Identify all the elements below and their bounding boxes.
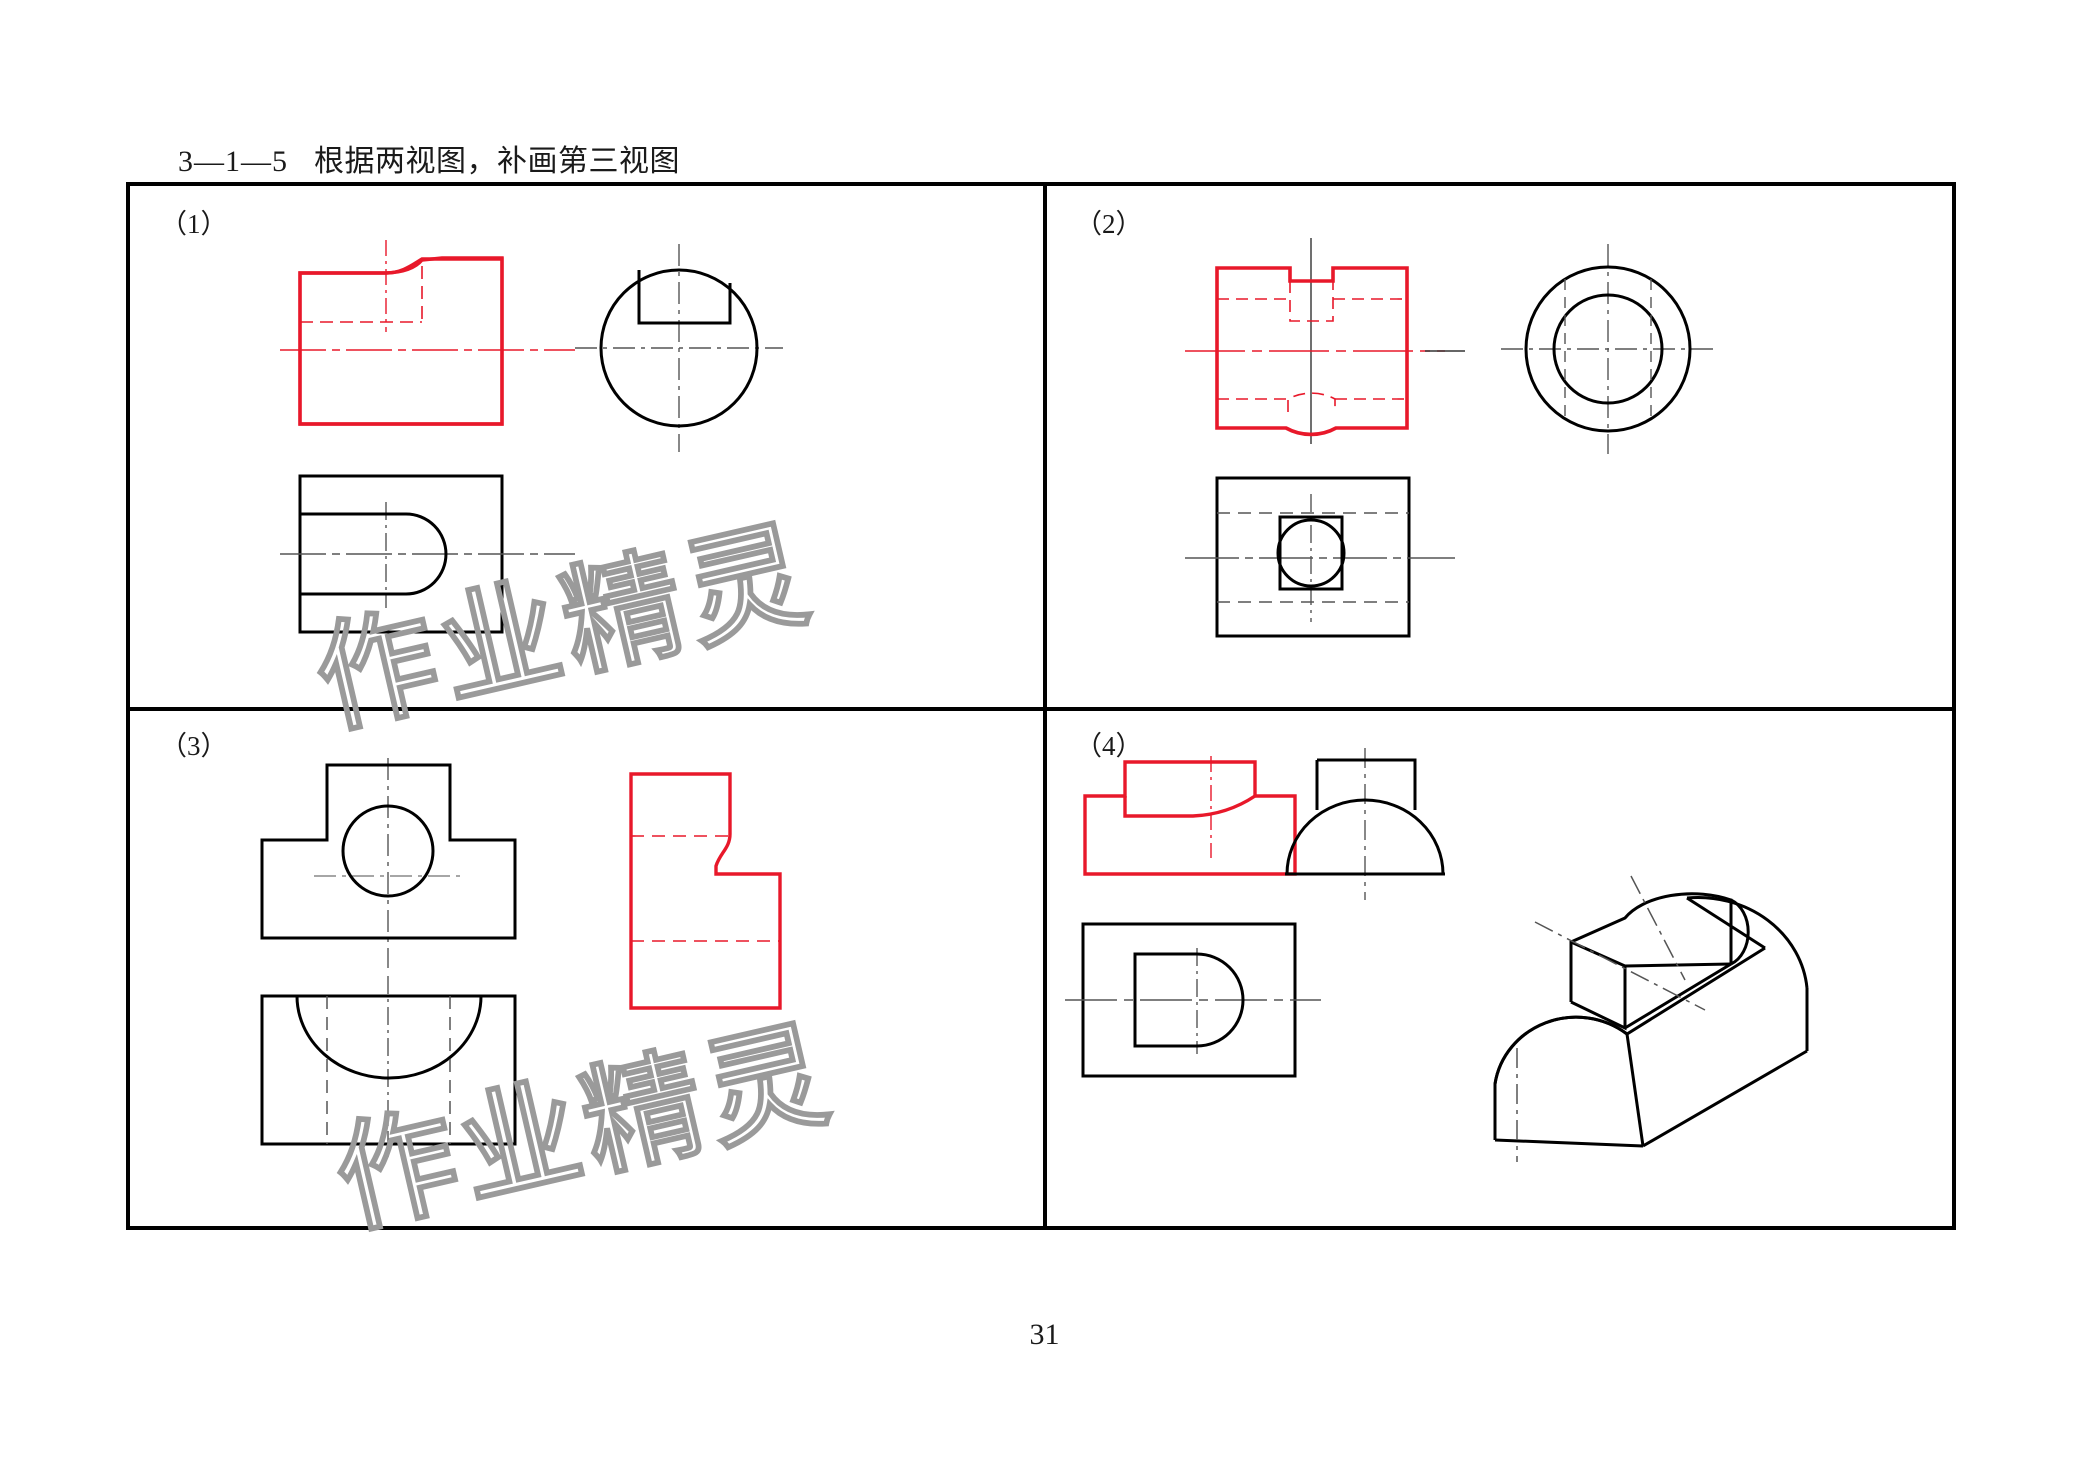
p1-top-view <box>280 474 575 634</box>
exercise-title: 3—1—5 根据两视图，补画第三视图 <box>178 136 680 180</box>
panel-label-2: （2） <box>1075 209 1143 239</box>
p1-left-view <box>575 244 783 452</box>
grid-vertical-divider <box>1043 186 1047 1226</box>
p4-left-view <box>1285 748 1445 900</box>
p2-top-view <box>1185 476 1455 638</box>
panel-label-4: （4） <box>1075 731 1143 761</box>
exercise-title-text: 根据两视图，补画第三视图 <box>314 145 680 178</box>
panel-1-views <box>150 226 1030 701</box>
exercise-number: 3—1—5 <box>178 145 288 178</box>
p2-front-view <box>1185 238 1465 444</box>
p3-left-view <box>629 772 782 1010</box>
panel-4-views <box>1065 748 1965 1223</box>
panel-label-1: （1） <box>160 209 228 239</box>
p2-left-view <box>1501 244 1715 454</box>
p4-isometric-centerlines <box>1516 875 1706 1162</box>
p3-top-view <box>260 976 517 1158</box>
p1-front-view <box>280 240 575 426</box>
exercise-grid: （1） <box>126 182 1956 1230</box>
grid-horizontal-divider <box>130 707 1952 711</box>
p4-front-view <box>1083 756 1297 876</box>
p3-front-view <box>260 758 517 968</box>
p4-isometric-view <box>1493 892 1809 1148</box>
p4-top-view <box>1065 922 1321 1078</box>
page-number: 31 <box>1029 1318 1060 1351</box>
panel-3-views <box>150 748 1030 1223</box>
panel-label-3: （3） <box>160 731 228 761</box>
panel-2-views <box>1065 226 1945 701</box>
